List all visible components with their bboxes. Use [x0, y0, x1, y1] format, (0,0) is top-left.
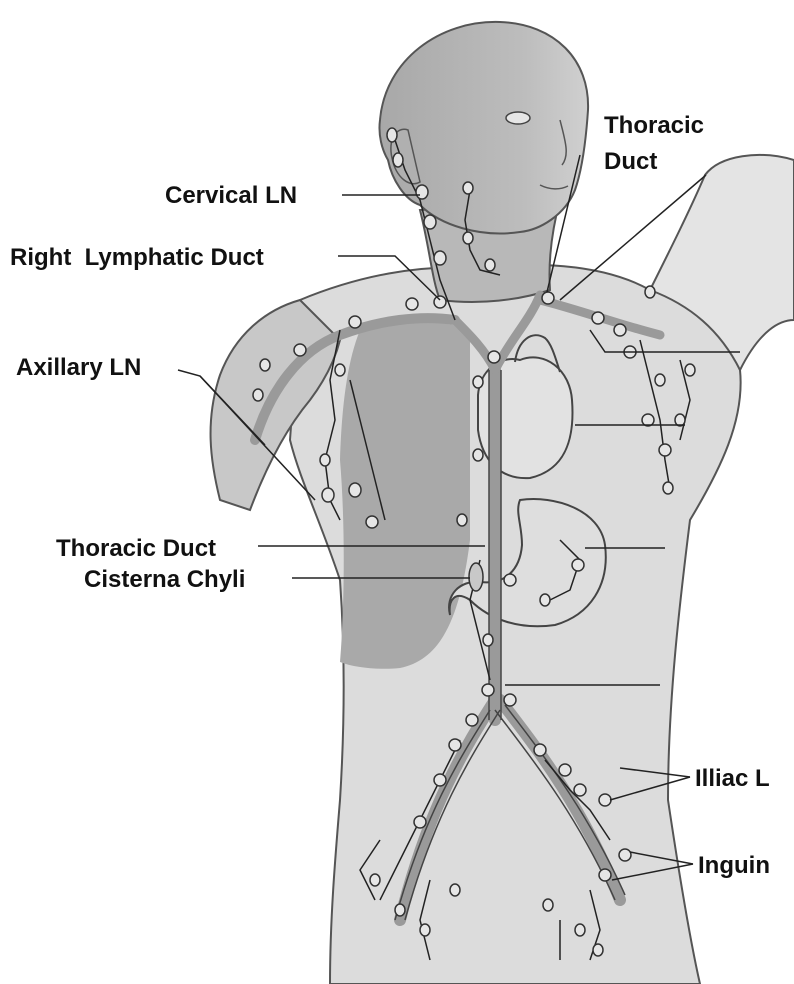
label-inguinal-ln: Inguin — [698, 854, 770, 878]
eye-shape — [506, 112, 530, 124]
label-thoracic-line1: Thoracic — [604, 108, 704, 144]
label-cervical-ln: Cervical LN — [165, 184, 297, 208]
label-thoracic-duct-top: Thoracic Duct — [604, 108, 704, 180]
label-right-lymphatic-duct: Right Lymphatic Duct — [10, 246, 264, 270]
label-thoracic-duct: Thoracic Duct — [56, 537, 216, 561]
label-duct-line2: Duct — [604, 144, 704, 180]
label-axillary-ln: Axillary LN — [16, 356, 141, 380]
head-shape — [379, 22, 588, 234]
label-illiac-ln: Illiac L — [695, 767, 770, 791]
label-cisterna-chyli: Cisterna Chyli — [84, 568, 245, 592]
